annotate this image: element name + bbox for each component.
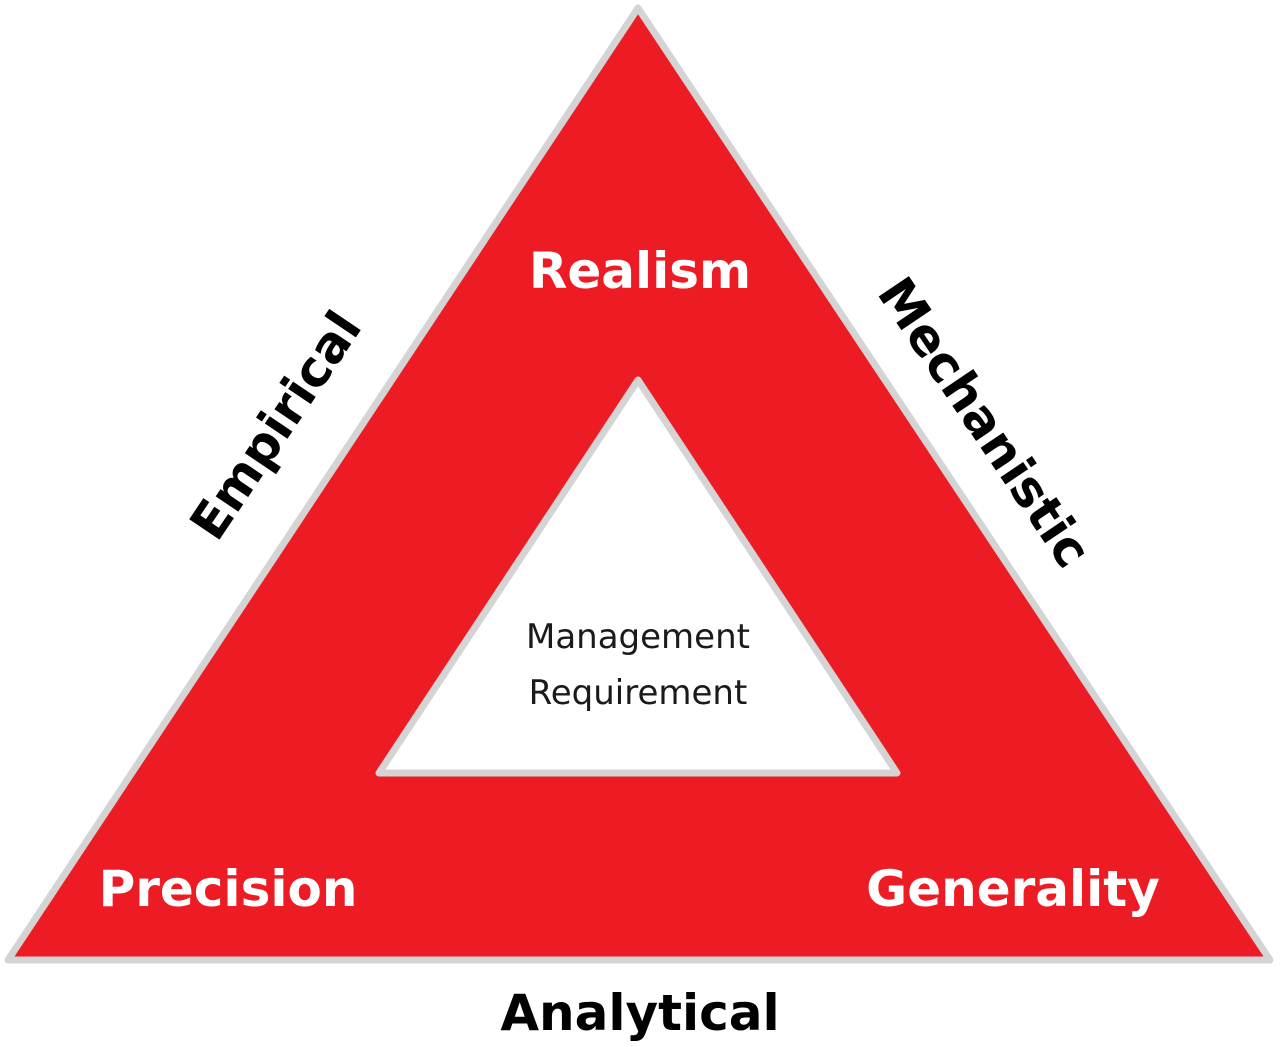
center-label-line1: Management [526,617,750,657]
vertex-label-bottom-right: Generality [866,860,1160,918]
center-label-line2: Requirement [529,673,748,713]
vertex-label-bottom-left: Precision [99,860,358,918]
side-label-bottom: Analytical [500,984,779,1042]
vertex-label-top: Realism [529,242,751,300]
inner-triangle [375,376,901,777]
